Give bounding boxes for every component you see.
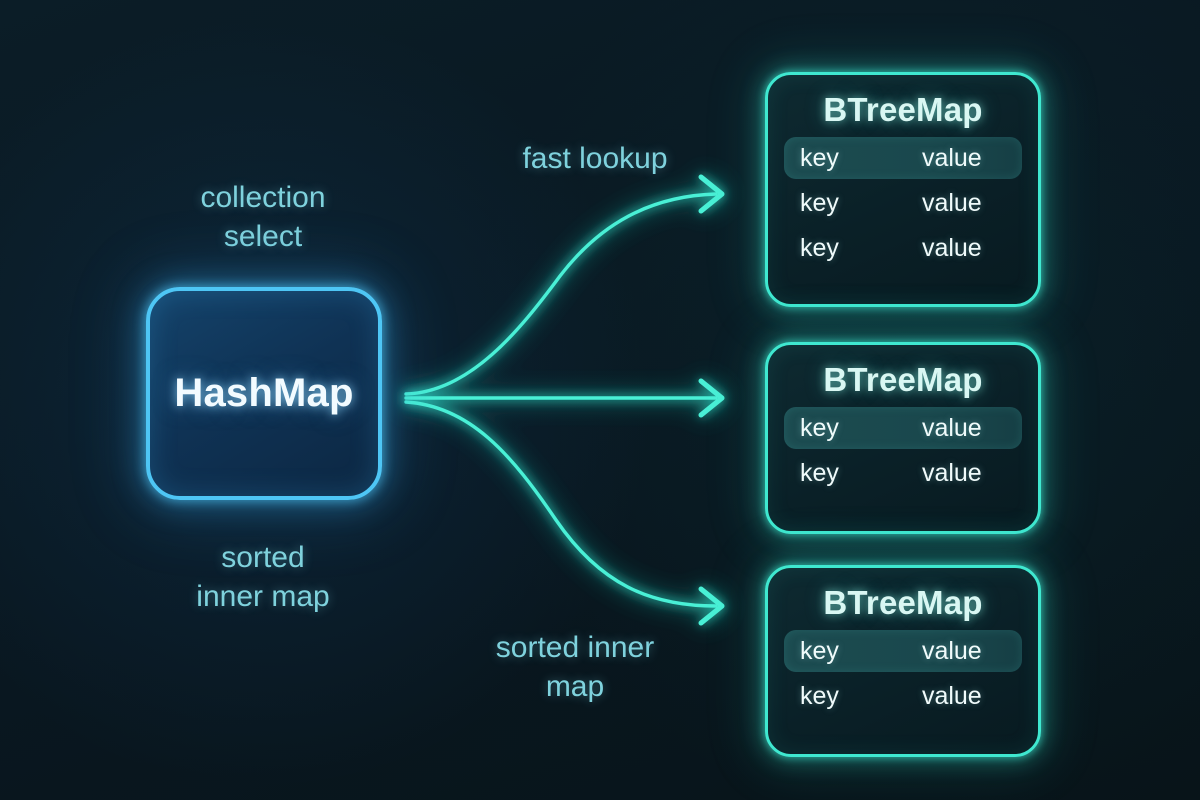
row-value: value <box>921 188 982 217</box>
table-row[interactable]: key value <box>784 182 1022 224</box>
btreemap-card-3[interactable]: BTreeMap key value key value <box>765 565 1041 757</box>
row-key: key <box>800 636 839 665</box>
table-row[interactable]: key value <box>784 630 1022 672</box>
edge-label-sorted-inner-map: sorted inner map <box>495 631 655 703</box>
row-value: value <box>921 681 982 710</box>
edge-middle-arrowhead <box>698 378 725 418</box>
hashmap-label: HashMap <box>174 371 354 415</box>
btreemap-title-3: BTreeMap <box>823 584 983 621</box>
row-key: key <box>800 188 839 217</box>
btreemap-title-1: BTreeMap <box>823 91 983 128</box>
row-value: value <box>921 413 982 442</box>
btreemap-card-1[interactable]: BTreeMap key value key value key value <box>765 72 1041 307</box>
caption-collection-select: collection select <box>200 181 326 253</box>
table-row[interactable]: key value <box>784 227 1022 269</box>
edge-bottom-path <box>404 400 718 608</box>
row-key: key <box>800 681 839 710</box>
row-key: key <box>800 143 839 172</box>
table-row[interactable]: key value <box>784 452 1022 494</box>
row-key: key <box>800 233 839 262</box>
edge-label-fast-lookup: fast lookup <box>522 142 668 175</box>
edge-top-arrowhead <box>698 174 725 214</box>
btreemap-title-2: BTreeMap <box>823 361 983 398</box>
table-row[interactable]: key value <box>784 675 1022 717</box>
row-value: value <box>921 636 982 665</box>
row-key: key <box>800 458 839 487</box>
table-row[interactable]: key value <box>784 137 1022 179</box>
edge-bottom-arrowhead <box>698 586 725 626</box>
btreemap-card-2[interactable]: BTreeMap key value key value <box>765 342 1041 534</box>
table-row[interactable]: key value <box>784 407 1022 449</box>
caption-sorted-inner-map-left: sorted inner map <box>196 541 330 613</box>
row-value: value <box>921 233 982 262</box>
hashmap-node[interactable]: HashMap <box>146 287 382 500</box>
row-key: key <box>800 413 839 442</box>
edge-top-path <box>404 192 718 396</box>
row-value: value <box>921 458 982 487</box>
row-value: value <box>921 143 982 172</box>
